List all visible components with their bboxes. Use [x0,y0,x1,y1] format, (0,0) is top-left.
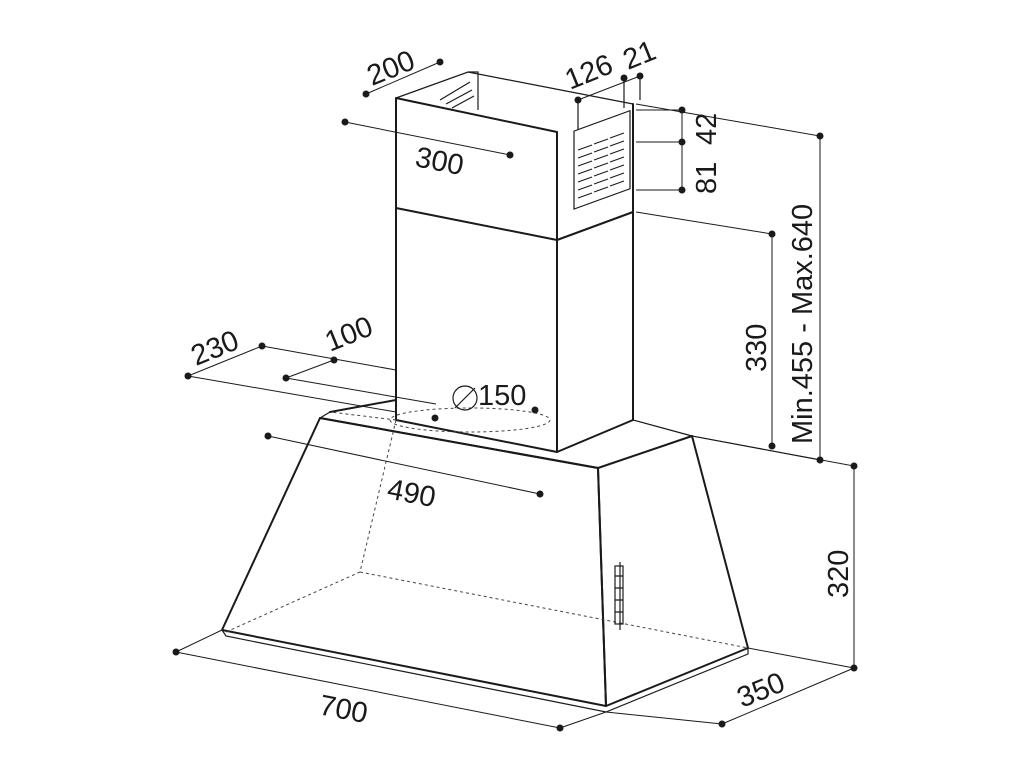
label-chimney-width: 300 [413,141,467,182]
dimension-lines [172,58,858,732]
label-vent-margin: 21 [619,35,661,77]
vent-grille [573,109,631,210]
label-vent-height: 81 [691,162,723,194]
label-vent-offset: 126 [561,49,618,97]
label-outlet-diameter: 150 [478,380,526,412]
label-outlet-side: 100 [321,311,378,359]
label-vent-top: 42 [691,113,723,145]
label-chimney-range: Min.455 - Max.640 [787,204,819,444]
hood-body [221,385,749,713]
label-hood-width: 700 [317,689,371,730]
label-hood-height: 320 [823,550,855,598]
chimney-lower [395,207,634,453]
label-hood-depth: 350 [733,667,790,715]
dimension-labels: 200 300 126 21 42 81 Min.455 - Max.640 3… [187,35,855,730]
label-top-width: 490 [385,473,439,514]
label-chimney-lower: 330 [741,324,773,372]
label-chimney-depth: 200 [363,45,420,93]
label-outlet-offset: 230 [187,325,244,373]
